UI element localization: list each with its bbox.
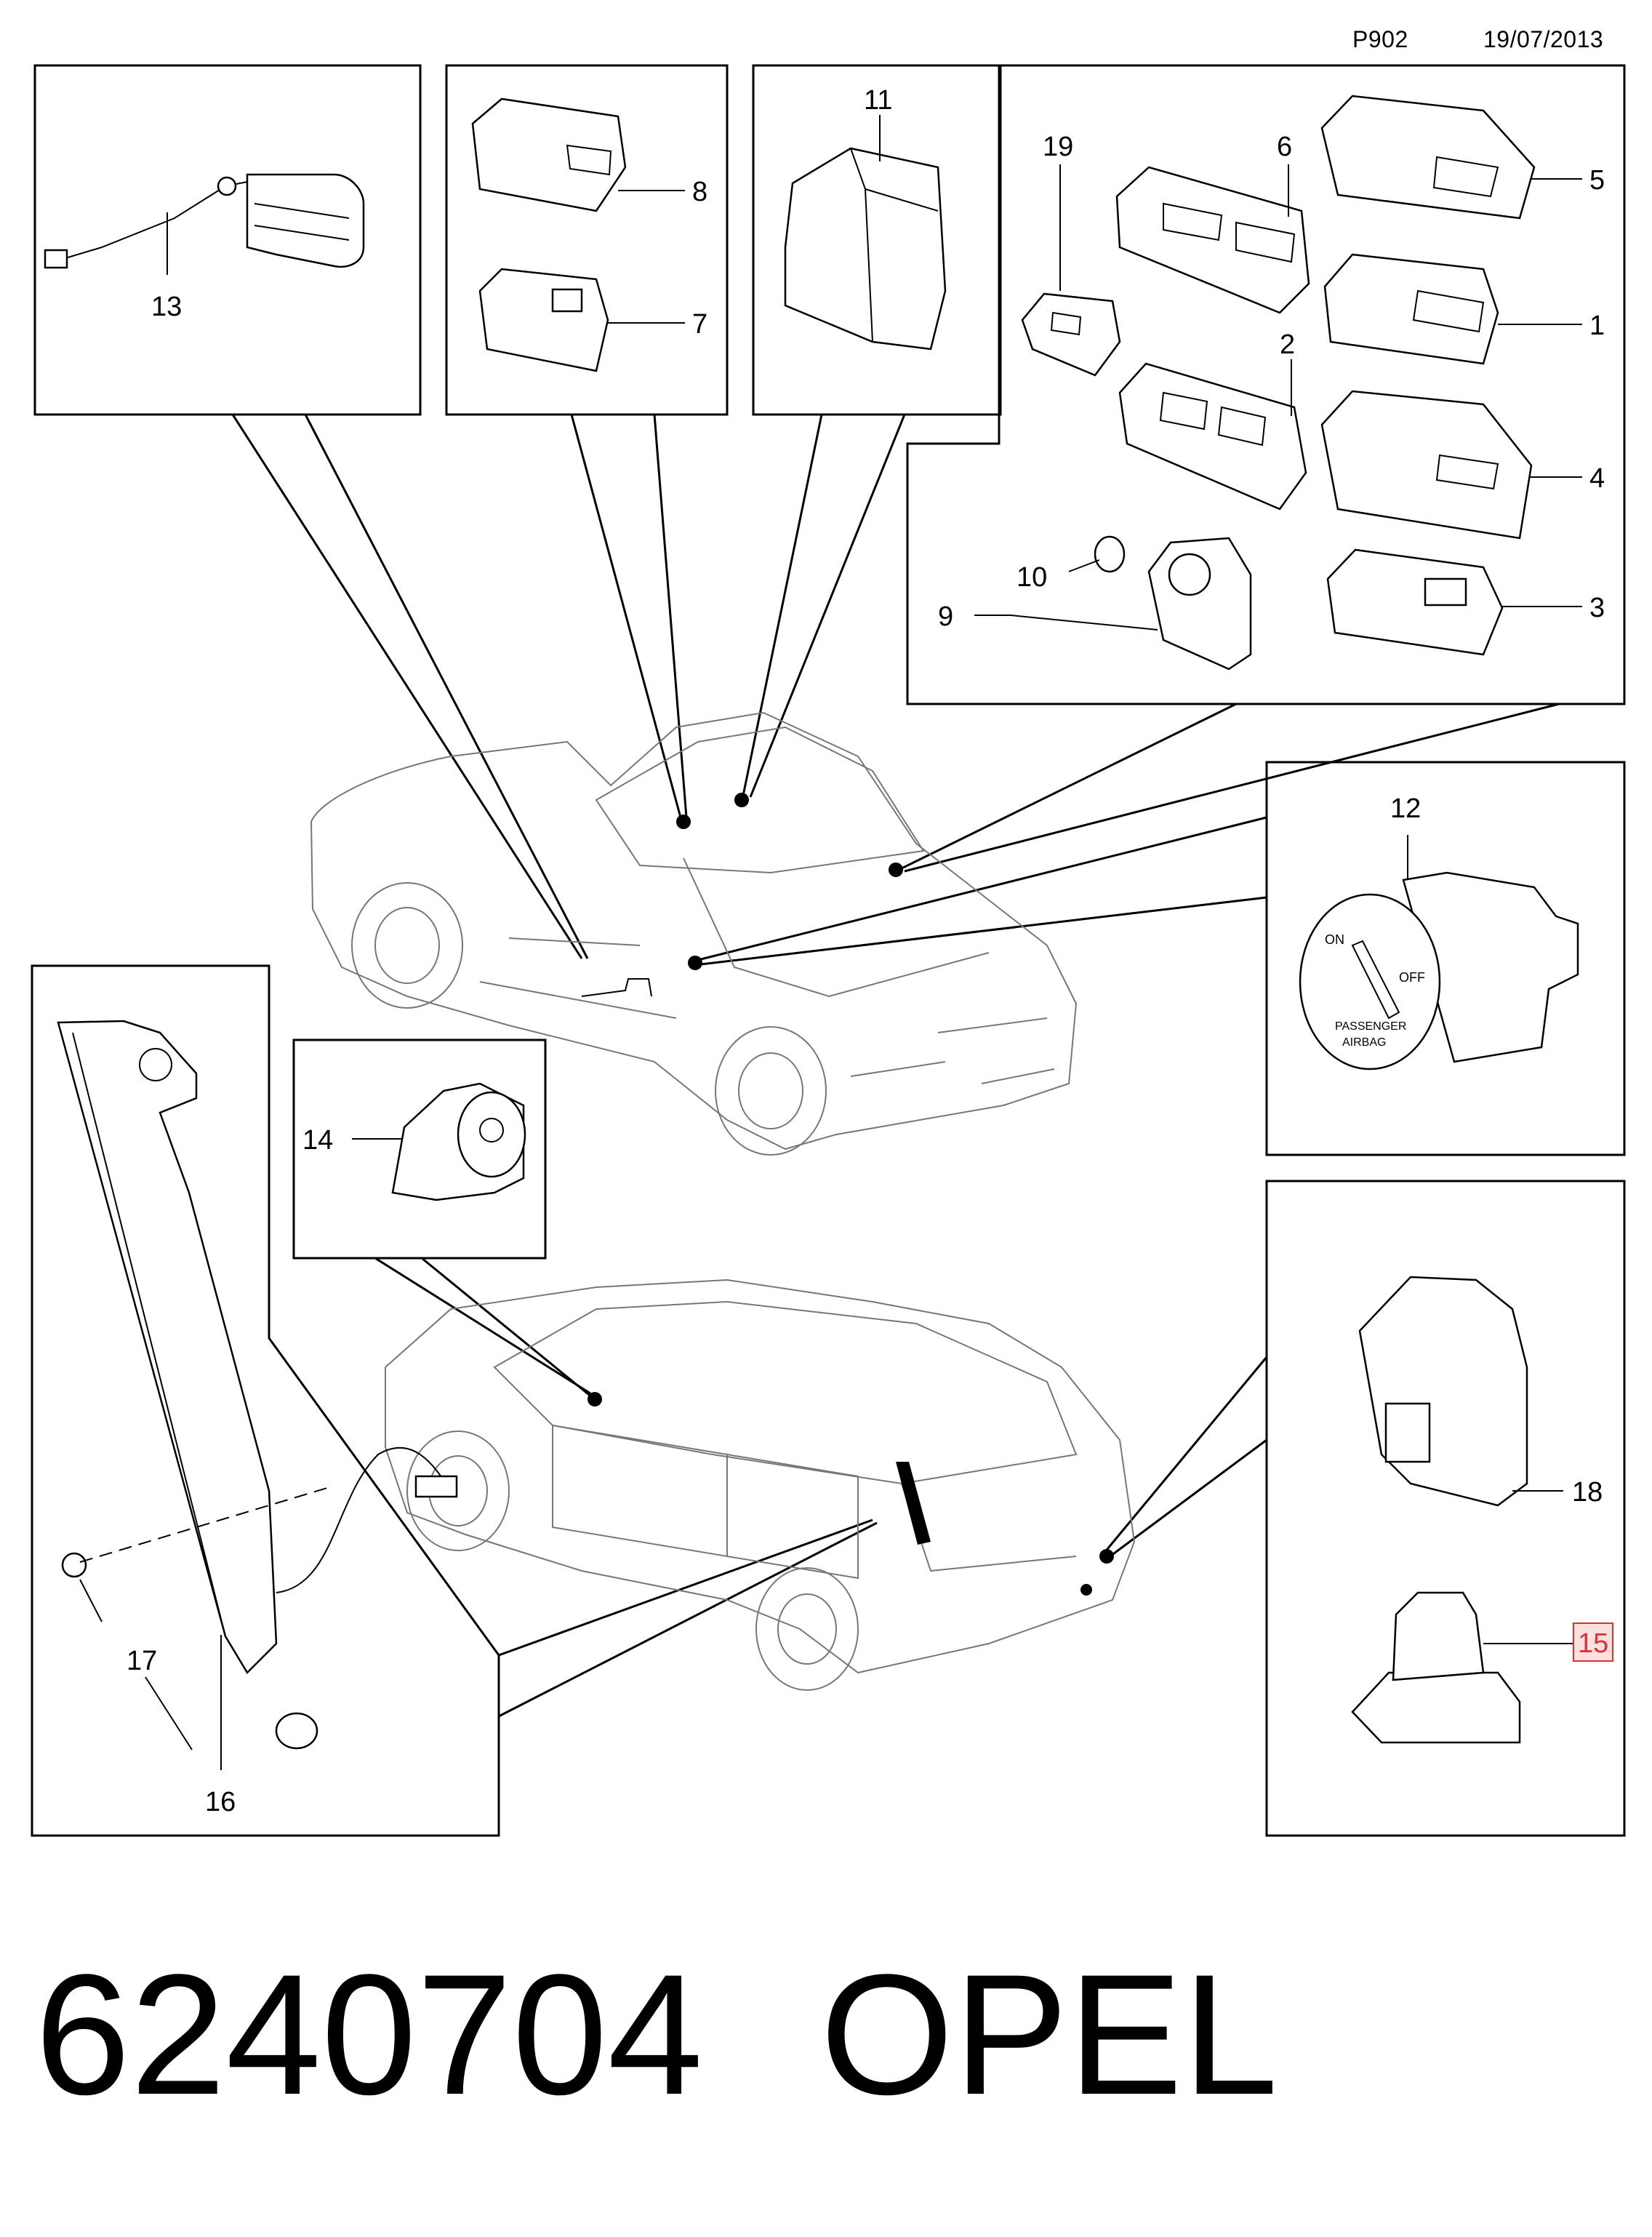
switch-2: [1118, 362, 1307, 511]
diagram-date: 19/07/2013: [1483, 26, 1604, 52]
switch-6: [1115, 166, 1310, 314]
ignition-on-label: ON: [1325, 932, 1344, 947]
ignition-airbag-label-1: PASSENGER: [1335, 1020, 1406, 1033]
callout-7: 7: [692, 309, 707, 340]
switch-3: [1326, 548, 1504, 656]
callout-3: 3: [1589, 593, 1605, 623]
estate-illustration: [385, 1278, 1136, 1691]
switch-4: [1320, 390, 1533, 540]
switch-11: [784, 147, 947, 351]
switch-1: [1323, 253, 1499, 365]
panel-switch-18-15: [1265, 1180, 1626, 1837]
ignition-off-label: OFF: [1399, 970, 1425, 985]
leader-17: [145, 1676, 193, 1750]
switch-location-dot: [1080, 1584, 1092, 1596]
seat-heater-pad: [44, 173, 365, 269]
switch-19: [1021, 292, 1121, 377]
switch-7: [478, 268, 609, 372]
ignition-switch-12: ON OFF PASSENGER AIRBAG: [1299, 871, 1579, 1071]
callout-16: 16: [205, 1787, 236, 1817]
switch-5: [1320, 95, 1536, 220]
callout-15: 15: [1578, 1628, 1608, 1659]
switch-location-dot: [1099, 1549, 1114, 1564]
leader-lines: [231, 414, 1560, 1718]
leader-17b: [79, 1579, 103, 1622]
airbag-clip-guide: [79, 1487, 328, 1563]
panel-window-switches: [906, 64, 1626, 705]
callout-17: 17: [127, 1646, 157, 1676]
callout-1: 1: [1589, 311, 1605, 341]
callout-11: 11: [864, 85, 892, 116]
callout-6: 6: [1277, 132, 1292, 162]
callout-10: 10: [1017, 562, 1047, 593]
ignition-airbag-label-2: AIRBAG: [1342, 1036, 1386, 1049]
callout-19: 19: [1043, 132, 1073, 162]
clip-17: [61, 1552, 87, 1578]
callout-5: 5: [1589, 165, 1605, 196]
mirror-knob-10: [1094, 535, 1126, 573]
switch-location-dot: [688, 956, 702, 970]
panel-switch-11: [752, 64, 1002, 416]
callout-14: 14: [302, 1125, 333, 1156]
seat-heater-wire-on-car: [581, 978, 652, 997]
sedan-illustration: [310, 711, 1078, 1156]
callout-15-highlight: [1573, 1622, 1613, 1662]
switch-8: [471, 97, 627, 212]
callout-12: 12: [1390, 793, 1421, 824]
callout-13: 13: [151, 292, 182, 322]
leader-9b: [1010, 615, 1158, 631]
switch-location-dot: [676, 815, 691, 829]
switch-location-dot: [889, 863, 903, 877]
panel-seat-heater: [33, 64, 422, 416]
panel-switch-14: [292, 1039, 547, 1260]
diagram-code: P902: [1352, 26, 1408, 52]
mirror-switch-9: [1147, 537, 1252, 671]
leader-10: [1068, 559, 1100, 572]
airbag-on-car: [896, 1462, 931, 1545]
panel-ignition-switch: [1265, 761, 1626, 1156]
callout-18: 18: [1572, 1477, 1603, 1508]
callout-9: 9: [938, 601, 953, 632]
callout-4: 4: [1589, 463, 1605, 494]
part-number: 6240704: [35, 1939, 703, 2131]
switch-location-dot: [734, 793, 749, 807]
switch-15: [1351, 1591, 1521, 1744]
side-airbag-16: [57, 1020, 458, 1750]
callout-2: 2: [1280, 329, 1295, 360]
switch-14: [391, 1082, 526, 1201]
callout-8: 8: [692, 177, 707, 207]
panel-switch-8-7: [445, 64, 729, 416]
switch-18: [1358, 1276, 1528, 1507]
vehicle-make: OPEL: [820, 1939, 1278, 2131]
switch-location-dot: [588, 1392, 602, 1406]
